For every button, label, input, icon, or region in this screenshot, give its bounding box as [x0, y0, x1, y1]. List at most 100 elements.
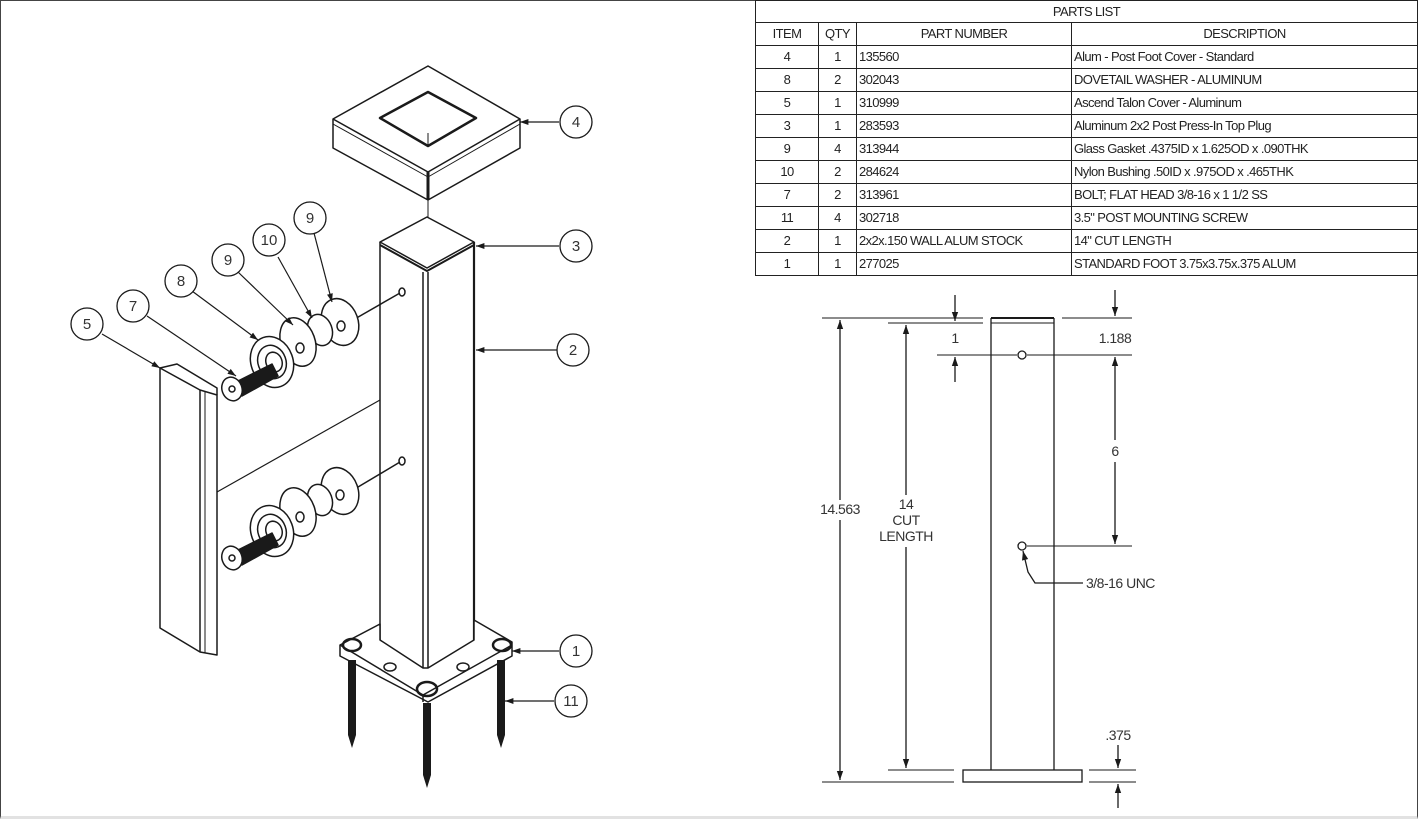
parts-list-table: PARTS LIST ITEM QTY PART NUMBER DESCRIPT… [755, 0, 1418, 276]
callout-11: 11 [554, 684, 588, 718]
dim-cut-length-label-2: LENGTH [879, 528, 933, 544]
cell-item: 5 [755, 91, 819, 115]
dim-top-offset-right: 1.188 [1099, 330, 1132, 346]
dim-cut-length-label-1: CUT [892, 512, 920, 528]
cell-item: 4 [755, 45, 819, 69]
hardware-stack-lower [220, 461, 401, 571]
callout-9-left: 9 [211, 243, 245, 277]
callout-9-right: 9 [293, 201, 327, 235]
cell-description: STANDARD FOOT 3.75x3.75x.375 ALUM [1071, 252, 1418, 276]
column-header-item: ITEM [755, 22, 819, 46]
cell-item: 10 [755, 160, 819, 184]
cell-item: 7 [755, 183, 819, 207]
callout-4: 4 [559, 105, 593, 139]
column-header-qty: QTY [818, 22, 857, 46]
callout-5: 5 [70, 307, 104, 341]
cell-item: 3 [755, 114, 819, 138]
cell-description: Glass Gasket .4375ID x 1.625OD x .090THK [1071, 137, 1418, 161]
cell-part-number: 302718 [856, 206, 1072, 230]
svg-text:8: 8 [177, 273, 185, 290]
cell-part-number: 313944 [856, 137, 1072, 161]
cell-item: 2 [755, 229, 819, 253]
cell-description: Alum - Post Foot Cover - Standard [1071, 45, 1418, 69]
part-post-foot-cover [332, 65, 521, 201]
cell-item: 1 [755, 252, 819, 276]
cell-item: 9 [755, 137, 819, 161]
hardware-stack-upper [220, 292, 401, 402]
parts-list-title: PARTS LIST [755, 0, 1418, 23]
cell-qty: 1 [818, 114, 857, 138]
callout-10: 10 [252, 223, 286, 257]
cell-part-number: 2x2x.150 WALL ALUM STOCK [856, 229, 1072, 253]
leader-lines [101, 119, 559, 704]
cell-description: DOVETAIL WASHER - ALUMINUM [1071, 68, 1418, 92]
cell-item: 11 [755, 206, 819, 230]
cell-qty: 1 [818, 229, 857, 253]
cell-qty: 1 [818, 252, 857, 276]
cell-qty: 4 [818, 206, 857, 230]
dim-hole-spacing: 6 [1111, 443, 1119, 459]
part-mounting-screws [348, 660, 505, 788]
dim-cut-length-value: 14 [899, 496, 914, 512]
cell-description: 14" CUT LENGTH [1071, 229, 1418, 253]
dim-top-offset-left: 1 [951, 330, 959, 346]
cell-description: BOLT; FLAT HEAD 3/8-16 x 1 1/2 SS [1071, 183, 1418, 207]
svg-text:5: 5 [83, 316, 91, 333]
svg-text:3: 3 [572, 238, 580, 255]
svg-text:7: 7 [129, 298, 137, 315]
parts-list-header-row: ITEM QTY PART NUMBER DESCRIPTION [755, 22, 1418, 46]
column-header-part-number: PART NUMBER [856, 22, 1072, 46]
column-header-description: DESCRIPTION [1071, 22, 1418, 46]
cell-part-number: 135560 [856, 45, 1072, 69]
cell-part-number: 283593 [856, 114, 1072, 138]
cell-description: Nylon Bushing .50ID x .975OD x .465THK [1071, 160, 1418, 184]
cell-part-number: 284624 [856, 160, 1072, 184]
dimension-labels: 14.563 14 CUT LENGTH 1 1.188 6 .375 3/8-… [820, 330, 1156, 743]
parts-list-title-row: PARTS LIST [755, 0, 1418, 23]
dim-foot-thickness: .375 [1105, 727, 1131, 743]
part-post [379, 216, 476, 670]
cell-qty: 1 [818, 91, 857, 115]
svg-text:10: 10 [261, 232, 278, 249]
dimension-view [822, 290, 1136, 808]
cell-qty: 2 [818, 68, 857, 92]
callout-3: 3 [559, 229, 593, 263]
svg-text:1: 1 [572, 643, 580, 660]
cell-part-number: 310999 [856, 91, 1072, 115]
cell-part-number: 313961 [856, 183, 1072, 207]
post-elevation [962, 317, 1083, 783]
cell-item: 8 [755, 68, 819, 92]
cell-description: Aluminum 2x2 Post Press-In Top Plug [1071, 114, 1418, 138]
callout-1: 1 [559, 634, 593, 668]
cell-part-number: 277025 [856, 252, 1072, 276]
svg-text:4: 4 [572, 114, 580, 131]
svg-text:9: 9 [224, 252, 232, 269]
exploded-view [101, 65, 559, 788]
callout-2: 2 [556, 333, 590, 367]
svg-text:11: 11 [563, 693, 579, 710]
svg-text:2: 2 [569, 342, 577, 359]
cell-qty: 4 [818, 137, 857, 161]
callout-7: 7 [116, 289, 150, 323]
cell-part-number: 302043 [856, 68, 1072, 92]
cell-qty: 2 [818, 183, 857, 207]
callouts: 4 3 2 1 11 5 7 8 9 10 9 [70, 105, 593, 718]
svg-text:9: 9 [306, 210, 314, 227]
part-base-foot [339, 619, 513, 703]
dim-overall-height: 14.563 [820, 501, 861, 517]
thread-note: 3/8-16 UNC [1086, 575, 1155, 591]
cell-description: Ascend Talon Cover - Aluminum [1071, 91, 1418, 115]
cell-qty: 2 [818, 160, 857, 184]
part-talon-cover [159, 363, 218, 656]
